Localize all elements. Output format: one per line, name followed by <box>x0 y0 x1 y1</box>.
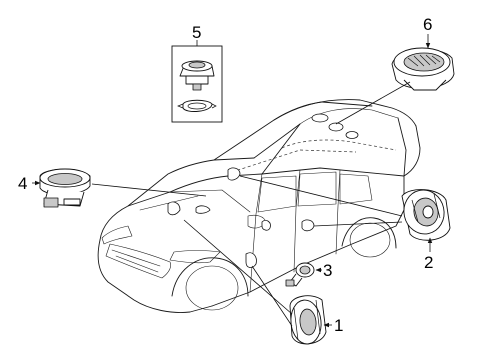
rear-deck-speaker-part-6 <box>391 34 455 91</box>
callout-2: 2 <box>424 253 433 272</box>
small-tweeter-part-3 <box>285 262 322 287</box>
door-speaker-part-4 <box>32 168 91 208</box>
in-car-speaker-locations <box>167 113 359 268</box>
rear-door-speaker-part-2 <box>401 189 451 252</box>
callout-6: 6 <box>423 15 432 34</box>
vehicle-outline <box>97 99 421 313</box>
callouts: 5 6 4 2 3 1 <box>18 15 433 335</box>
callout-4: 4 <box>18 174 27 193</box>
woofer-part-1 <box>289 295 332 345</box>
leader-lines <box>91 81 411 327</box>
callout-1: 1 <box>334 316 343 335</box>
callout-3: 3 <box>323 261 332 280</box>
tweeter-part-5 <box>171 40 223 123</box>
callout-5: 5 <box>192 23 201 42</box>
